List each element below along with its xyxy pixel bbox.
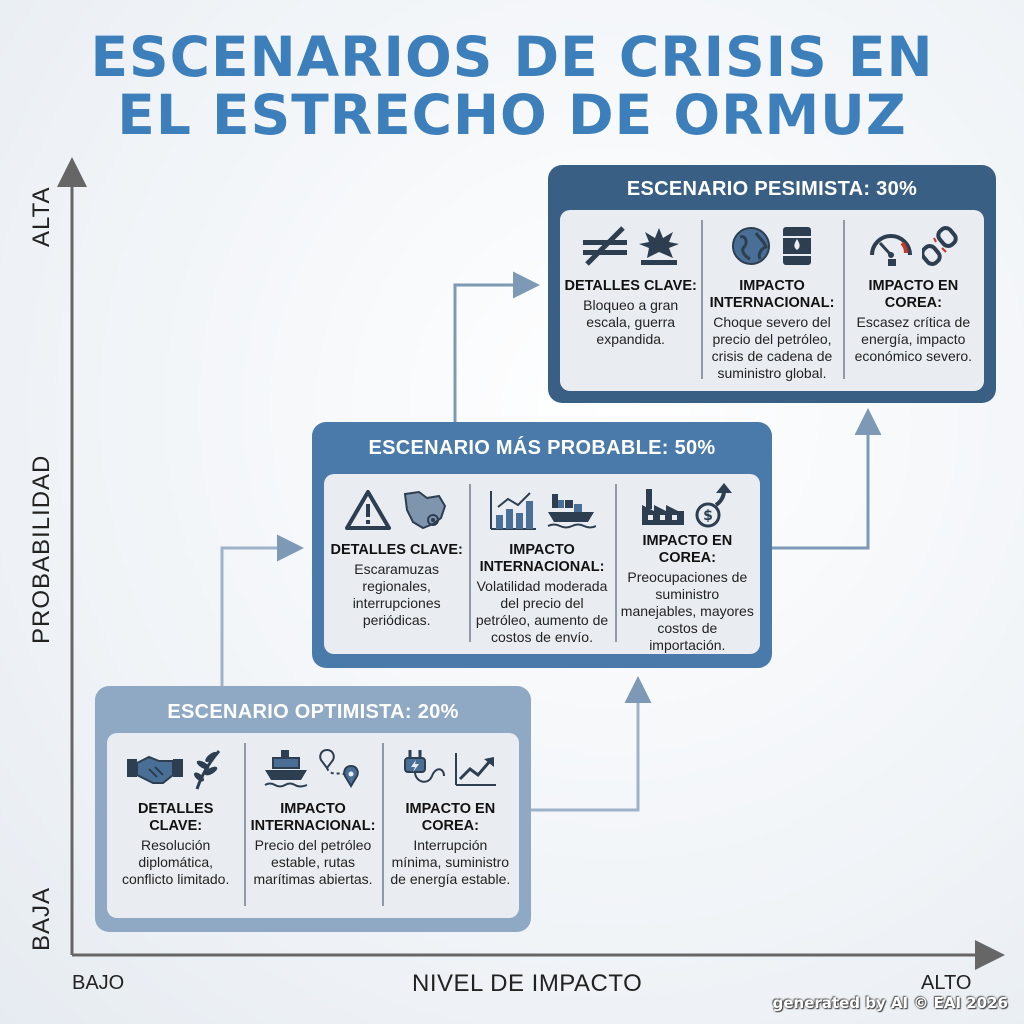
column-heading: IMPACTO INTERNACIONAL:: [479, 542, 605, 575]
x-axis-low-label: BAJO: [72, 972, 125, 994]
column-heading: DETALLES CLAVE:: [330, 542, 463, 558]
scenario-card-probable: ESCENARIO MÁS PROBABLE: 50% DETALLES CLA…: [312, 422, 772, 668]
oil-barrel-icon: [782, 227, 811, 265]
key-details-column: DETALLES CLAVE: Bloqueo a gran escala, g…: [560, 210, 701, 391]
column-text: Volatilidad moderada del precio del petr…: [475, 578, 609, 645]
broken-chain-icon: [922, 226, 959, 266]
page-title: ESCENARIOS DE CRISIS EN EL ESTRECHO DE O…: [0, 28, 1024, 144]
column-text: Preocupaciones de suministro manejables,…: [620, 569, 754, 653]
footer-credit: generated by AI © EAI 2026: [772, 994, 1008, 1012]
korea-impact-column: IMPACTO EN COREA: Interrupción mínima, s…: [381, 733, 519, 918]
connector-optimist-to-probable: [220, 534, 304, 688]
column-text: Bloqueo a gran escala, guerra expandida.: [583, 297, 679, 347]
factory-icon: [642, 488, 685, 525]
key-details-column: DETALLES CLAVE: Resolución diplomática, …: [107, 733, 244, 918]
connector-probable-right: [770, 408, 882, 550]
blockade-icon: [582, 226, 627, 266]
international-impact-column: IMPACTO INTERNACIONAL: Volatilidad moder…: [469, 474, 614, 654]
column-heading: IMPACTO INTERNACIONAL:: [709, 278, 835, 311]
title-line-2: EL ESTRECHO DE ORMUZ: [117, 83, 907, 147]
column-text: Escaramuzas regionales, interrupciones p…: [352, 561, 441, 628]
route-pin-icon: [319, 748, 359, 788]
map-region-icon: [403, 490, 446, 530]
international-impact-column: IMPACTO INTERNACIONAL: Choque severo del…: [701, 210, 842, 391]
international-impact-column: IMPACTO INTERNACIONAL: Precio del petról…: [244, 733, 381, 918]
column-heading: DETALLES CLAVE:: [564, 278, 697, 294]
scenario-title: ESCENARIO MÁS PROBABLE: 50%: [368, 437, 716, 459]
scenario-details: DETALLES CLAVE: Bloqueo a gran escala, g…: [560, 210, 984, 391]
column-heading: DETALLES CLAVE:: [137, 801, 214, 834]
bar-chart-icon: [489, 491, 536, 530]
power-plug-icon: [404, 750, 446, 783]
column-text: Choque severo del precio del petróleo, c…: [711, 314, 833, 381]
globe-icon: [731, 227, 770, 265]
ship-icon: [264, 750, 308, 788]
y-axis-high-label: ALTA: [28, 186, 55, 247]
svg-text:$: $: [703, 508, 713, 524]
column-text: Precio del petróleo estable, rutas marít…: [253, 837, 373, 887]
x-axis-high-label: ALTO: [921, 972, 972, 994]
column-text: Escasez crítica de energía, impacto econ…: [854, 314, 973, 364]
column-text: Interrupción mínima, suministro de energ…: [390, 837, 511, 887]
explosion-icon: [638, 228, 679, 265]
x-axis-title: NIVEL DE IMPACTO: [412, 970, 643, 997]
key-details-column: DETALLES CLAVE: Escaramuzas regionales, …: [324, 474, 469, 654]
column-heading: IMPACTO EN COREA:: [405, 801, 496, 834]
scenario-title: ESCENARIO OPTIMISTA: 20%: [167, 701, 459, 723]
korea-impact-column: IMPACTO EN COREA: Escasez crítica de ene…: [842, 210, 984, 391]
cargo-ship-icon: [547, 494, 596, 529]
y-axis-low-label: BAJA: [28, 886, 55, 951]
title-line-1: ESCENARIOS DE CRISIS EN: [90, 25, 934, 89]
warning-icon: [344, 490, 391, 530]
fuel-gauge-icon: [870, 234, 913, 266]
connector-probable-to-pessimist: [453, 271, 540, 423]
connector-optimist-right: [530, 676, 652, 812]
coin-arrow-icon: $: [695, 482, 733, 527]
olive-branch-icon: [193, 750, 220, 790]
scenario-title: ESCENARIO PESIMISTA: 30%: [626, 178, 918, 200]
column-heading: IMPACTO EN COREA:: [868, 278, 959, 311]
column-heading: IMPACTO EN COREA:: [642, 533, 733, 566]
y-axis-title: PROBABILIDAD: [28, 454, 55, 644]
trend-up-icon: [455, 753, 497, 786]
column-text: Resolución diplomática, conflicto limita…: [121, 837, 230, 887]
scenario-card-pessimist: ESCENARIO PESIMISTA: 30% DETALLES CLAVE:…: [548, 165, 996, 403]
scenario-card-optimist: ESCENARIO OPTIMISTA: 20% DETALLES CLAVE:…: [95, 686, 531, 932]
handshake-icon: [126, 755, 183, 784]
scenario-details: DETALLES CLAVE: Resolución diplomática, …: [107, 733, 519, 918]
column-heading: IMPACTO INTERNACIONAL:: [250, 801, 376, 834]
scenario-details: DETALLES CLAVE: Escaramuzas regionales, …: [324, 474, 760, 654]
korea-impact-column: $ IMPACTO EN COREA: Preocupaciones de su…: [614, 474, 760, 654]
